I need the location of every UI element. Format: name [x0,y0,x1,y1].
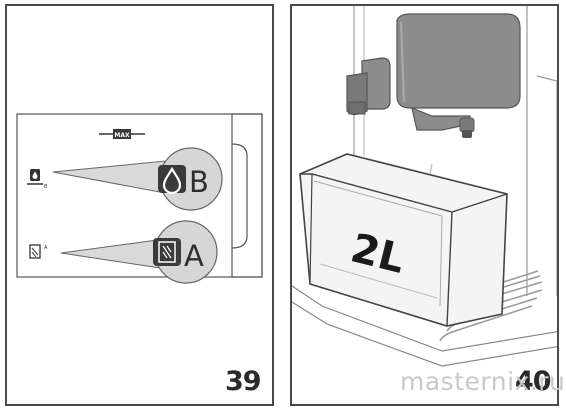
max-mark: MAX [99,129,145,139]
callout-a: A [60,220,218,284]
marker-b: B [27,169,48,190]
figure-39-panel: MAX B B [5,4,274,406]
callout-a-letter: A [184,239,204,273]
max-label: MAX [114,132,130,139]
marker-b-subscript: B [44,184,48,190]
coffee-machine-illustration: 2L [292,6,557,367]
marker-a-subscript: A [44,245,48,251]
water-tank [299,153,508,327]
steam-nozzle [346,57,391,116]
watermark: masternix.ru [400,367,566,396]
callout-b: B [52,147,223,211]
marker-a: A [29,244,48,259]
page-number-40: 40 [515,366,552,397]
coffee-spout [411,107,475,138]
callout-b-letter: B [189,165,209,199]
water-tank-level-diagram: MAX B B [16,113,263,284]
page-number-39: 39 [225,366,262,397]
filter-cartridge-icon [158,241,176,263]
water-drop-icon [162,166,182,195]
figure-40-panel: 2L 40 [290,4,559,406]
tank-side-view [16,113,263,278]
